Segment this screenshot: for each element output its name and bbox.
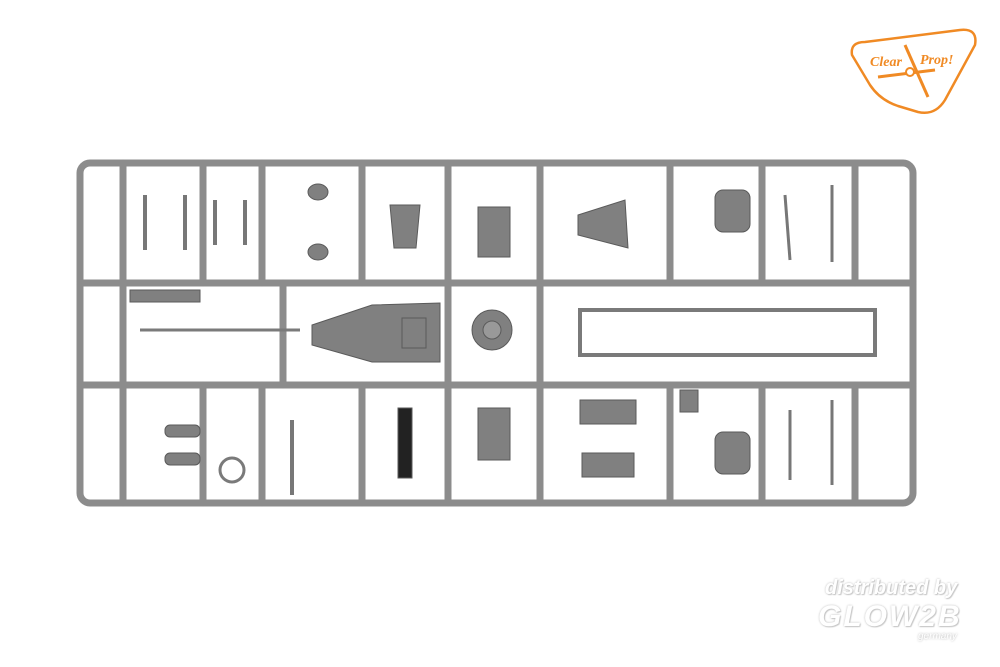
part-bar (129, 289, 201, 303)
clearprop-logo: Clear Prop! (850, 28, 977, 114)
part-plate (477, 206, 511, 258)
sprue-parts (129, 183, 877, 495)
part-hood (577, 199, 629, 249)
part-box (401, 317, 427, 349)
svg-text:Prop!: Prop! (920, 53, 953, 68)
part-chassis (578, 308, 877, 357)
part-plate (477, 407, 511, 461)
svg-text:Clear: Clear (870, 55, 902, 70)
part-steering-wheel (218, 456, 246, 484)
part-dark-frame (397, 407, 413, 479)
sprue-frame (76, 159, 917, 507)
part-seat-frame (389, 204, 421, 249)
part-block (579, 399, 637, 425)
part-block (581, 452, 635, 478)
watermark-line3: germany (918, 631, 957, 642)
watermark-logo: GLOW2B (818, 600, 962, 633)
part-seat (714, 189, 751, 233)
watermark-line1: distributed by (825, 577, 958, 599)
part-seat (714, 431, 751, 475)
part-small (679, 389, 699, 413)
